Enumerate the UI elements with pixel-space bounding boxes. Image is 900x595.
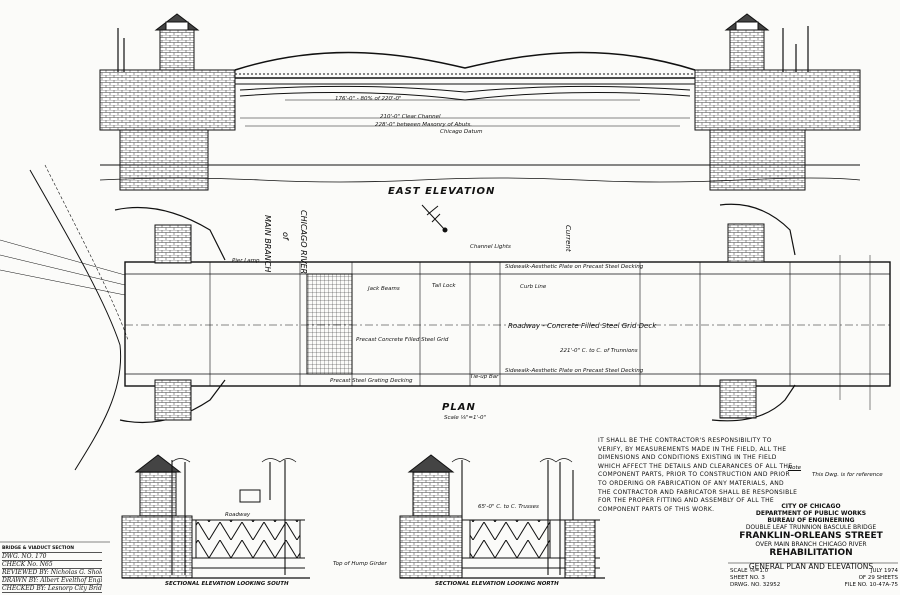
sheet-info: SCALE ⅛=1.0 JULY 1974 SHEET NO. 3 OF 29 … [730,568,898,589]
plan-title: PLAN [442,402,476,413]
section-south [121,454,310,579]
reference-note-text: This Dwg. is for reference [812,472,883,478]
approval-row-3: REVIEWED BY: Nicholas G. Sholes [2,569,102,577]
current-label: Current [564,225,572,252]
river-label-3: CHICAGO RIVER [299,210,308,275]
title-block-frame [0,541,898,564]
tail-lock-label: Tail Lock [432,283,456,289]
bureau: BUREAU OF ENGINEERING [767,517,855,524]
north-truss-dim: 65'-0" C. to C. Trusses [478,504,539,510]
project-name: FRANKLIN-ORLEANS STREET [739,531,883,541]
sidewalk-label-bottom: Sidewalk-Aesthetic Plate on Precast Stee… [505,368,644,374]
scope: REHABILITATION [769,548,853,558]
file-number: FILE NO. 10-47A-75 [844,582,898,588]
roadway-label: Roadway - Concrete Filled Steel Grid Dec… [508,322,657,330]
tie-up-label: Tie-up Bar [470,374,499,380]
approval-block: BRIDGE & VIADUCT SECTION DWG. NO. 170 CH… [2,545,102,593]
agency: CITY OF CHICAGO [781,503,841,510]
clear-channel-label: 210'-0" Clear Channel [380,114,441,120]
east-elevation [99,13,861,191]
masonry-label: 228'-0" between Masonry of Abuts. [375,122,472,128]
south-roadway-label: Roadway [225,512,251,518]
section-north-title: SECTIONAL ELEVATION LOOKING NORTH [435,581,559,587]
plan-view [0,164,891,471]
reference-note-label: Note [788,465,802,471]
general-note: IT SHALL BE THE CONTRACTOR'S RESPONSIBIL… [598,437,798,513]
bridge-type: DOUBLE LEAF TRUNNION BASCULE BRIDGE [745,524,877,531]
precast-steel-label: Precast Steel Grating Decking [330,378,413,384]
river-label-2: of [281,232,290,240]
hump-girder-label: Top of Hump Girder [333,561,387,567]
approval-row-4: DRAWN BY: Albert Evelthof Engineer [2,577,102,585]
curb-line-label: Curb Line [520,284,547,290]
pier-lamp-label: Pier Lamp [232,258,260,264]
sidewalk-label-top: Sidewalk-Aesthetic Plate on Precast Stee… [505,264,644,270]
approval-heading: BRIDGE & VIADUCT SECTION [2,545,102,553]
sheet-count: OF 29 SHEETS [858,575,898,581]
sheet-title: GENERAL PLAN AND ELEVATIONS [748,562,874,571]
date: JULY 1974 [870,568,898,574]
section-north [399,454,605,579]
channel-lights-label: Channel Lights [470,244,511,250]
centerline-label: 221'-0" C. to C. of Trunnions [560,348,638,354]
east-elevation-title: EAST ELEVATION [388,186,496,197]
approval-row-2: CHECK No. N65 [2,561,102,569]
title-block: CITY OF CHICAGO DEPARTMENT OF PUBLIC WOR… [725,503,897,572]
approval-row-5: CHECKED BY: Lesnorp City Bridge Engineer [2,585,102,593]
river-label-1: MAIN BRANCH [263,215,272,273]
precast-concrete-label: Precast Concrete Filled Steel Grid [356,337,449,343]
plan-scale: Scale ⅛"=1'-0" [444,415,487,421]
sheet-number: SHEET NO. 3 [730,575,765,581]
department: DEPARTMENT OF PUBLIC WORKS [755,510,867,517]
span-dimension: 176'-0" - 80% of 220'-0" [335,96,402,102]
section-south-title: SECTIONAL ELEVATION LOOKING SOUTH [165,581,289,587]
drawing-number: DRWG. NO. 32952 [730,582,781,588]
jack-beams-label: Jack Beams [368,286,400,292]
location: OVER MAIN BRANCH CHICAGO RIVER [755,541,867,548]
datum-label: Chicago Datum [440,129,483,135]
scale: SCALE ⅛=1.0 [730,568,769,574]
approval-row-1: DWG. NO. 170 [2,553,102,561]
